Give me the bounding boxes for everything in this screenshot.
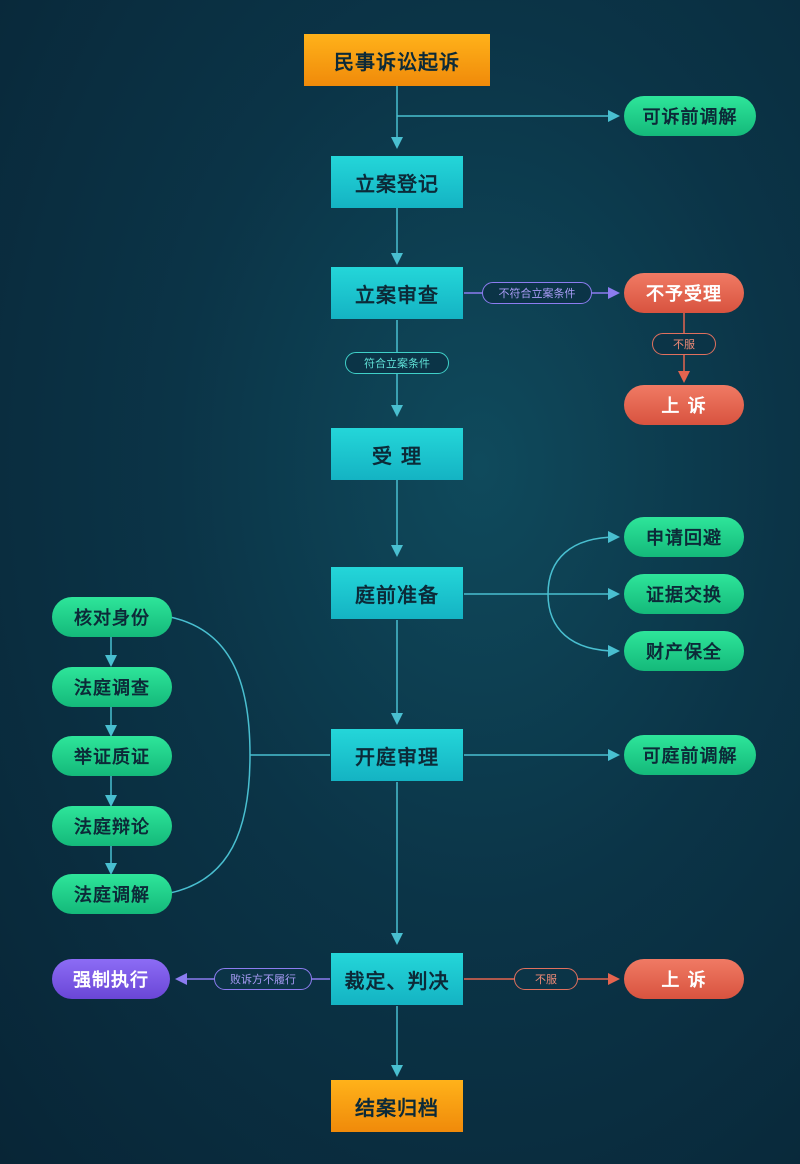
steps-bracket bbox=[169, 616, 251, 894]
node-accept: 受 理 bbox=[331, 428, 463, 480]
trial-step: 法庭调解 bbox=[52, 874, 172, 914]
node-register: 立案登记 bbox=[331, 156, 463, 208]
node-start: 民事诉讼起诉 bbox=[304, 34, 490, 86]
node-prepare: 庭前准备 bbox=[331, 567, 463, 619]
node-recusal: 申请回避 bbox=[624, 517, 744, 557]
node-court-mediation: 可庭前调解 bbox=[624, 735, 756, 775]
trial-step: 法庭辩论 bbox=[52, 806, 172, 846]
node-appeal-2: 上 诉 bbox=[624, 959, 744, 999]
node-archive: 结案归档 bbox=[331, 1080, 463, 1132]
node-enforce: 强制执行 bbox=[52, 959, 170, 999]
edge-prepare-recusal bbox=[547, 531, 620, 595]
node-trial: 开庭审理 bbox=[331, 729, 463, 781]
node-evidence-exchange: 证据交换 bbox=[624, 574, 744, 614]
node-reject: 不予受理 bbox=[624, 273, 744, 313]
node-verdict: 裁定、判决 bbox=[331, 953, 463, 1005]
trial-step: 举证质证 bbox=[52, 736, 172, 776]
node-property-preservation: 财产保全 bbox=[624, 631, 744, 671]
tag-dissatisfied-1: 不服 bbox=[652, 333, 716, 355]
edge-prepare-preservation bbox=[547, 593, 620, 657]
tag-not-eligible: 不符合立案条件 bbox=[482, 282, 592, 304]
tag-dissatisfied-2: 不服 bbox=[514, 968, 578, 990]
tag-loser-not-comply: 败诉方不履行 bbox=[214, 968, 312, 990]
node-review: 立案审查 bbox=[331, 267, 463, 319]
node-appeal-1: 上 诉 bbox=[624, 385, 744, 425]
trial-step: 核对身份 bbox=[52, 597, 172, 637]
node-pre-mediation: 可诉前调解 bbox=[624, 96, 756, 136]
tag-eligible: 符合立案条件 bbox=[345, 352, 449, 374]
trial-step: 法庭调查 bbox=[52, 667, 172, 707]
